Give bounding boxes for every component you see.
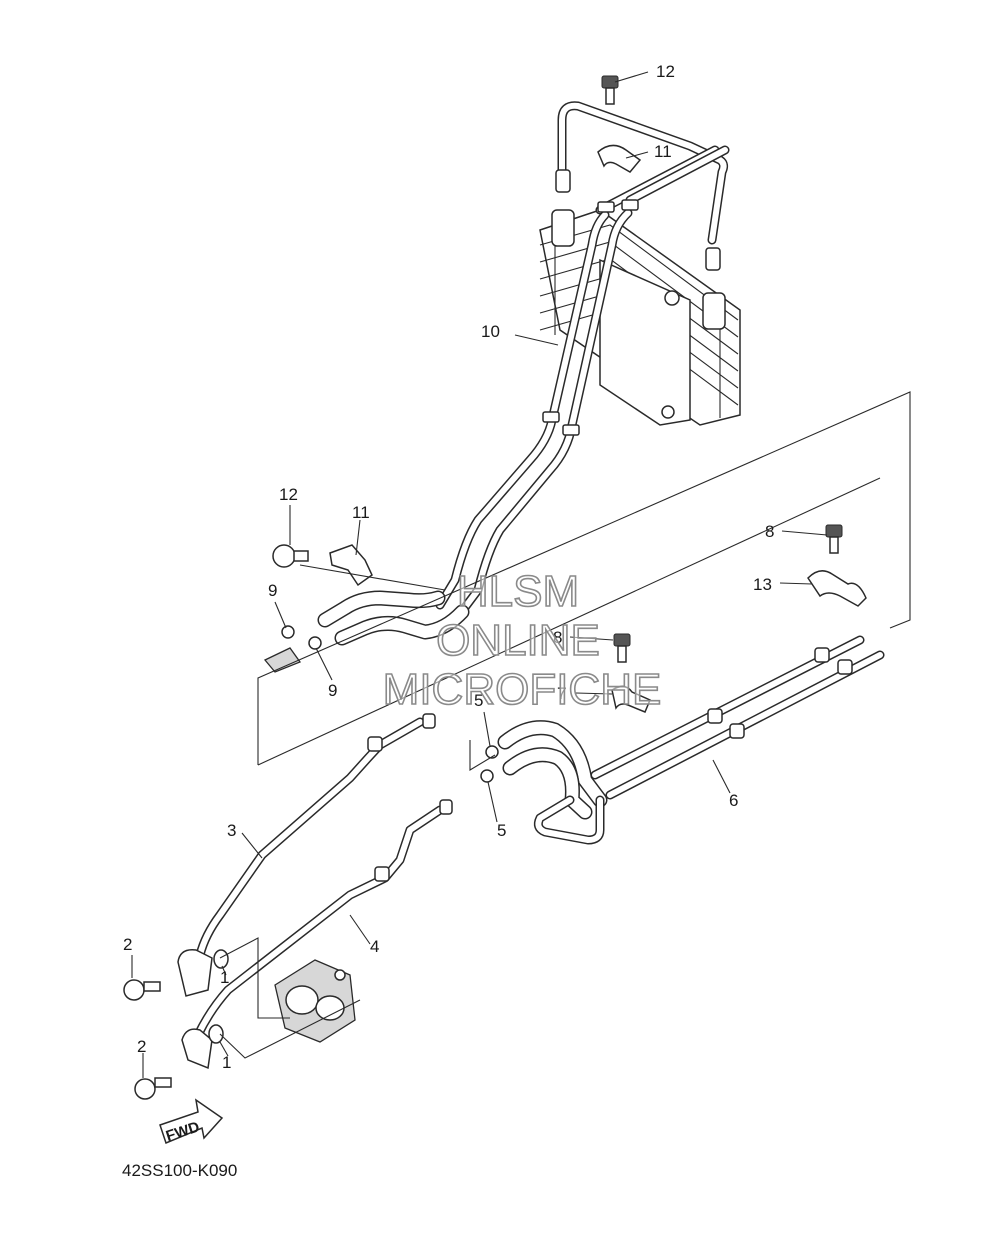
callout-4[interactable]: 4 <box>370 937 379 956</box>
callout-11-mid[interactable]: 11 <box>352 503 370 522</box>
left-rubber-hoses[interactable] <box>317 590 470 646</box>
mid-bolt-12[interactable] <box>272 544 309 568</box>
callout-8-right[interactable]: 8 <box>765 522 774 541</box>
clamps-5[interactable] <box>480 745 499 783</box>
leader-lines <box>131 71 828 1078</box>
callout-5-upper[interactable]: 5 <box>474 691 483 710</box>
pipe-3[interactable] <box>195 713 436 960</box>
callout-numbers: 12 11 10 12 11 9 9 8 13 8 7 5 5 6 3 4 2 … <box>123 62 774 1072</box>
watermark: HLSM ONLINE MICROFICHE <box>382 566 662 715</box>
callout-9-lower[interactable]: 9 <box>328 681 337 700</box>
upper-elbow-fitting[interactable] <box>177 949 213 997</box>
upper-clamp[interactable] <box>597 144 642 173</box>
right-bolt-8-lower[interactable] <box>613 633 631 663</box>
watermark-line-2: ONLINE <box>436 616 600 665</box>
o-ring-1-lower[interactable] <box>208 1024 224 1044</box>
callout-2-upper[interactable]: 2 <box>123 935 132 954</box>
right-clamp-7[interactable] <box>611 685 651 713</box>
callout-12-mid[interactable]: 12 <box>279 485 298 504</box>
cooler-outlet-lines[interactable] <box>435 199 639 615</box>
callout-9-upper[interactable]: 9 <box>268 581 277 600</box>
callout-1-lower[interactable]: 1 <box>222 1053 231 1072</box>
diagram-code: 42SS100-K090 <box>122 1161 237 1180</box>
callout-10[interactable]: 10 <box>481 322 500 341</box>
pipe-4[interactable] <box>193 799 453 1040</box>
callout-2-lower[interactable]: 2 <box>137 1037 146 1056</box>
right-oil-lines[interactable] <box>590 635 885 800</box>
callout-7[interactable]: 7 <box>557 684 566 703</box>
upper-bolt[interactable] <box>601 75 619 105</box>
o-ring-1-upper[interactable] <box>213 949 229 969</box>
cooler-upper-pipes[interactable] <box>555 101 730 271</box>
reference-lines <box>219 391 911 1059</box>
callout-5-lower[interactable]: 5 <box>497 821 506 840</box>
callout-3[interactable]: 3 <box>227 821 236 840</box>
bolt-2-lower[interactable] <box>134 1077 172 1100</box>
mid-clamp-11[interactable] <box>329 544 373 587</box>
lower-elbow-fitting[interactable] <box>181 1028 213 1070</box>
bolt-2-upper[interactable] <box>123 979 161 1001</box>
right-rubber-hoses[interactable] <box>497 720 608 845</box>
callout-6[interactable]: 6 <box>729 791 738 810</box>
hose-clamps-9[interactable] <box>263 625 322 673</box>
watermark-line-3: MICROFICHE <box>383 665 662 714</box>
callout-13[interactable]: 13 <box>753 575 772 594</box>
callout-8-mid[interactable]: 8 <box>553 628 562 647</box>
right-bolt-8-upper[interactable] <box>825 524 843 554</box>
callout-11-upper[interactable]: 11 <box>654 142 672 161</box>
engine-flange <box>274 959 356 1043</box>
forward-arrow-icon: FWD <box>159 1098 224 1145</box>
callout-12-upper[interactable]: 12 <box>656 62 675 81</box>
callout-1-upper[interactable]: 1 <box>220 968 229 987</box>
watermark-line-1: HLSM <box>457 567 579 616</box>
bracket-13[interactable] <box>807 570 867 607</box>
